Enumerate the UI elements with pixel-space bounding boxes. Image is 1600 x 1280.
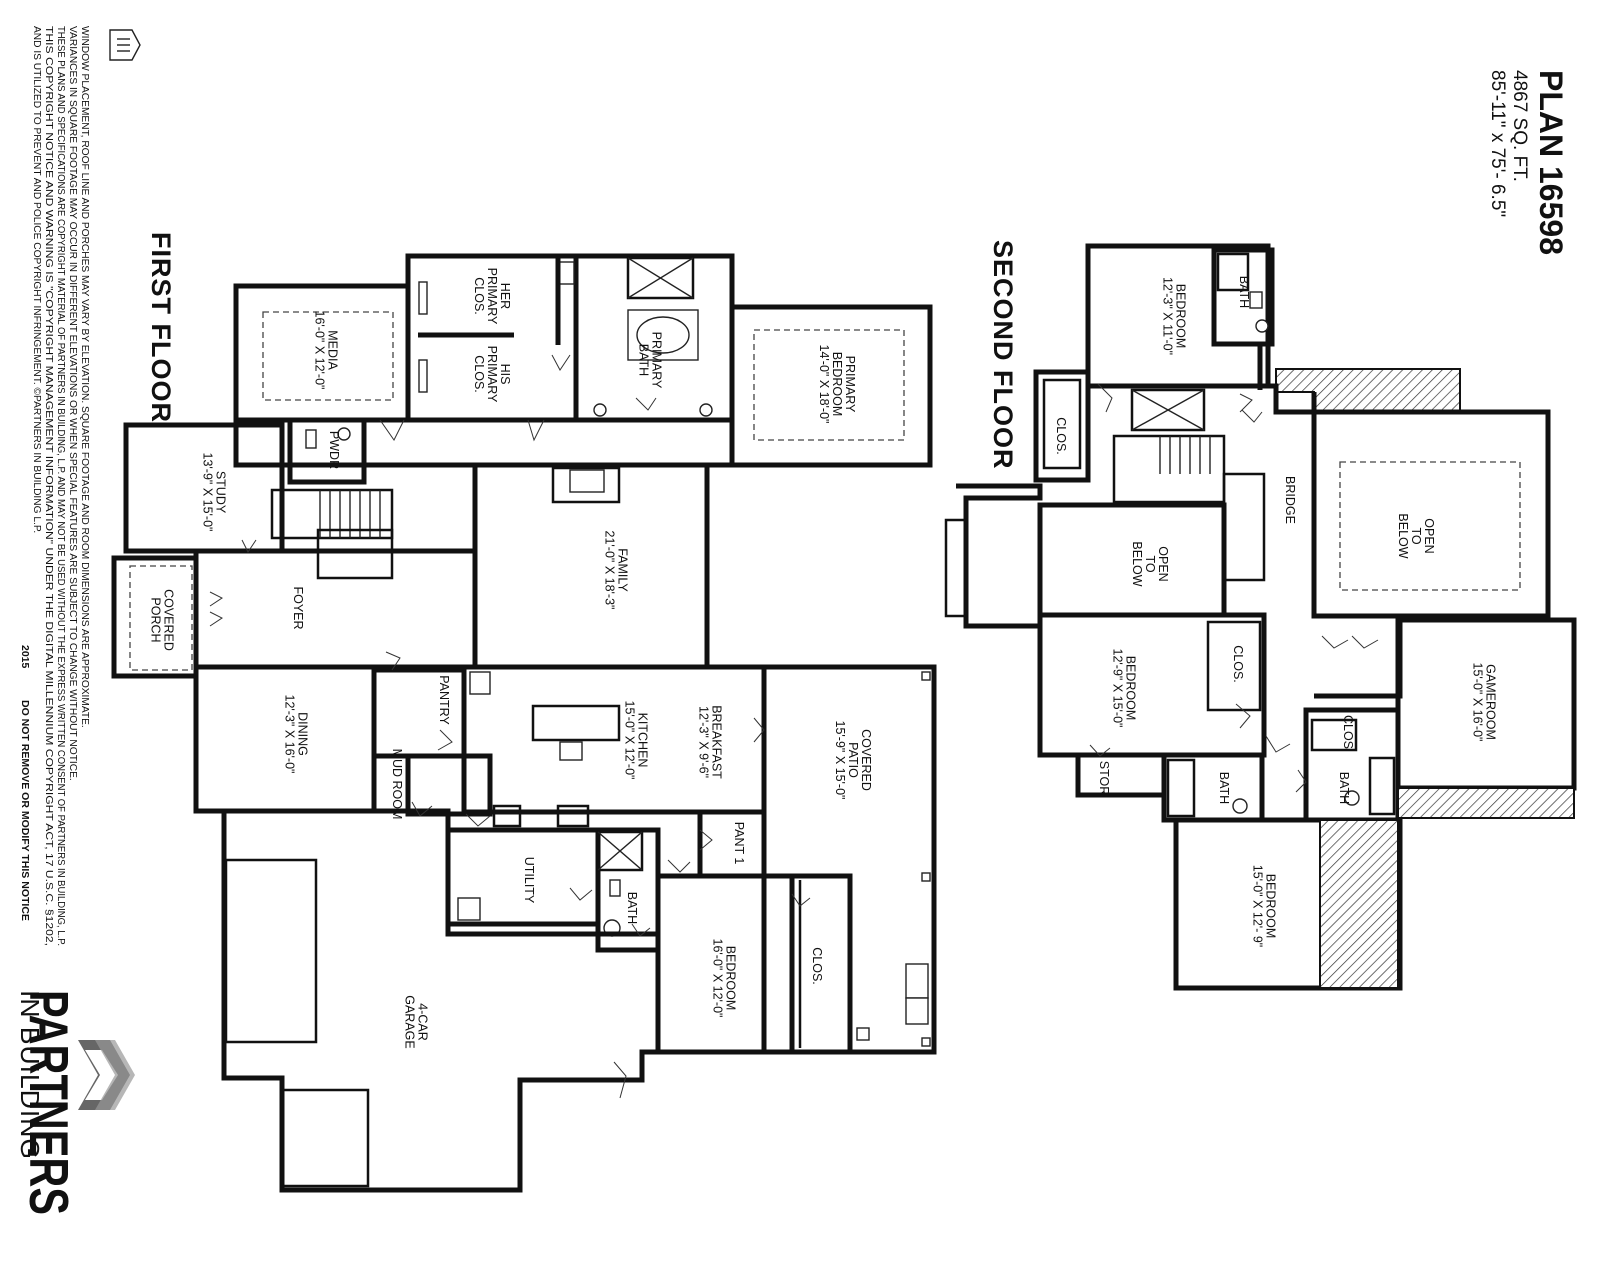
second-floor-room-label: GAMEROOM15'-0" X 16'-0" xyxy=(1471,663,1498,742)
door-swings-second xyxy=(1089,383,1379,793)
second-floor-room-label: BATH xyxy=(1217,772,1231,804)
first-floor-room-label: MUD ROOM xyxy=(390,749,404,820)
second-floor-room-label: BATH xyxy=(1337,772,1351,804)
disclaimer-line-1: WINDOW PLACEMENT, ROOF LINE AND PORCHES … xyxy=(79,26,90,728)
second-floor-room-label: BEDROOM12'-9" X 15'-0" xyxy=(1111,649,1138,728)
plan-dimensions: 85'-11" x 75'- 6.5" xyxy=(1487,70,1508,217)
logo-name: PARTNERS xyxy=(18,990,80,1215)
first-floor-room-label: UTILITY xyxy=(522,857,536,904)
first-floor-room-label: FOYER xyxy=(291,586,305,629)
first-floor-room-label: DINING12'-3" X 16'-0" xyxy=(283,695,310,774)
room-labels: MEDIA16'-0" X 12'-0" HERPRIMARYCLOS. HISPR… xyxy=(149,268,1498,1049)
equal-housing-icon xyxy=(109,29,141,61)
disclaimer-notice: DO NOT REMOVE OR MODIFY THIS NOTICE xyxy=(19,700,31,921)
plan-title: PLAN 16598 xyxy=(1533,70,1569,255)
second-floor-room-label: CLOS. xyxy=(1054,417,1068,455)
first-floor-room-label: PWDR xyxy=(327,431,341,469)
disclaimer-line-4: THIS COPYRIGHT NOTICE AND WARNING IS "CO… xyxy=(43,26,54,946)
first-floor-room-label: MEDIA16'-0" X 12'-0" xyxy=(313,311,340,390)
first-floor-label: FIRST FLOOR xyxy=(146,232,176,423)
partners-logo: PARTNERS IN BUILDING xyxy=(15,990,135,1215)
first-floor-room-label: PANT 1 xyxy=(732,822,746,865)
second-floor-room-label: BATH xyxy=(1237,276,1251,308)
door-swings-first xyxy=(209,354,811,1099)
first-floor-room-label: CLOS. xyxy=(810,947,824,985)
plan-header: PLAN 16598 4867 SQ. FT. 85'-11" x 75'- 6… xyxy=(1487,70,1569,255)
first-floor-room-label: STUDY13'-9" X 15'-0" xyxy=(201,453,228,532)
first-floor-plan xyxy=(111,253,937,1193)
second-floor-label: SECOND FLOOR xyxy=(988,240,1018,470)
second-floor-room-label: OPENTOBELOW xyxy=(1130,541,1170,586)
chevron-logo-icon xyxy=(78,1040,135,1110)
first-floor-room-label: BATH xyxy=(625,892,639,924)
second-floor-room-label: OPENTOBELOW xyxy=(1396,513,1436,558)
second-floor-room-label: CLOS. xyxy=(1231,645,1245,683)
first-floor-room-label: FAMILY21'-0" X 18'-3" xyxy=(603,531,630,610)
disclaimer-line-2: VARIANCES IN SQUARE FOOTAGE MAY OCCUR IN… xyxy=(67,26,78,781)
first-floor-room-label: COVEREDPORCH xyxy=(149,589,176,651)
first-floor-room-label: PRIMARYBATH xyxy=(637,332,664,389)
disclaimer-line-5: AND IS UTILIZED TO PREVENT AND POLICE CO… xyxy=(31,26,42,533)
first-floor-room-label: PRIMARYBEDROOM14'-0" X 18'-0" xyxy=(817,345,857,424)
first-floor-room-label: BREAKFAST12'-3" X 9'-6" xyxy=(697,705,724,779)
disclaimer-line-3: THESE PLANS AND SPECIFICATIONS ARE COPYR… xyxy=(55,26,66,946)
second-floor-room-label: CLOS xyxy=(1341,715,1355,749)
disclaimer-year: 2015 xyxy=(19,645,31,669)
first-floor-room-label: BEDROOM16'-0" X 12'-0" xyxy=(711,939,738,1018)
first-floor-room-label: HISPRIMARYCLOS. xyxy=(472,346,512,403)
first-floor-room-label: PANTRY xyxy=(437,675,451,725)
second-floor-plan xyxy=(944,243,1577,991)
second-floor-room-label: STOR xyxy=(1097,761,1111,796)
second-floor-room-label: BEDROOM15'-0" X 12'- 9" xyxy=(1251,865,1278,947)
first-floor-room-label: COVEREDPATIO15'-9" X 15'-0" xyxy=(833,721,873,800)
first-floor-room-label: KITCHEN15'-0" X 12'-0" xyxy=(623,701,650,780)
first-floor-room-label: 4-CARGARAGE xyxy=(403,995,430,1049)
plan-sqft: 4867 SQ. FT. xyxy=(1509,70,1530,182)
logo-tagline: IN BUILDING xyxy=(15,990,45,1160)
disclaimer: WINDOW PLACEMENT, ROOF LINE AND PORCHES … xyxy=(19,26,90,946)
first-floor-room-label: HERPRIMARYCLOS. xyxy=(472,268,512,325)
second-floor-room-label: BEDROOM12'-3" X 11'-0" xyxy=(1161,277,1188,355)
second-floor-room-label: BRIDGE xyxy=(1283,476,1297,524)
